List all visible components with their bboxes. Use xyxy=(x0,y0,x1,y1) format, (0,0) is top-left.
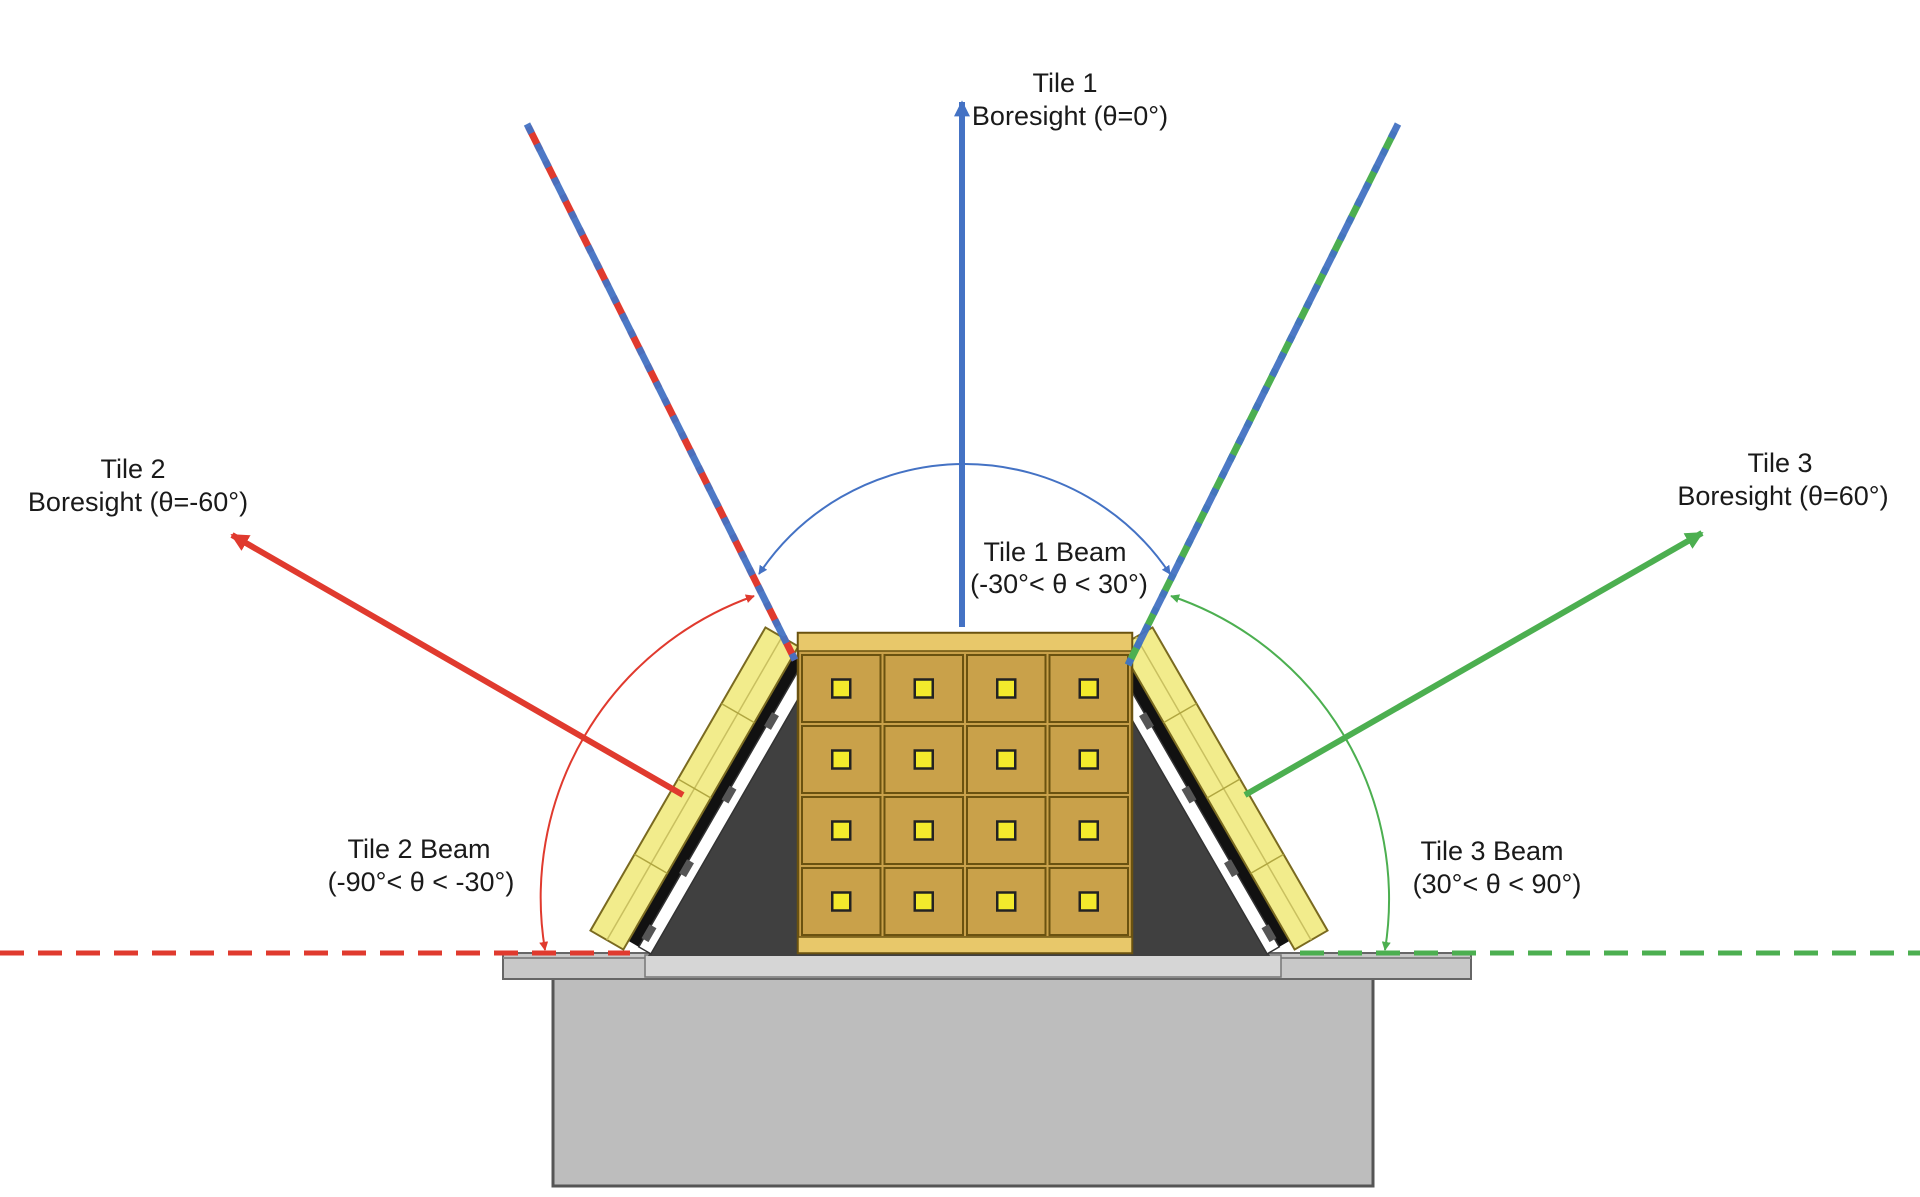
radiating-element xyxy=(996,891,1017,912)
tile3-beam-label: Tile 3 Beam xyxy=(1420,836,1563,866)
radiating-element xyxy=(996,749,1017,770)
radiating-element xyxy=(831,891,852,912)
base-box xyxy=(551,976,1375,1188)
radiating-element xyxy=(831,820,852,841)
tile1-boresight-label: Boresight (θ=0°) xyxy=(972,101,1168,131)
tile3-name-label: Tile 3 xyxy=(1747,448,1812,478)
radiating-element xyxy=(913,891,934,912)
tile3-beam-arc xyxy=(1170,594,1391,951)
tile2-name-label: Tile 2 xyxy=(100,454,165,484)
radiating-element xyxy=(996,820,1017,841)
tile2-beam-range: (-90°< θ < -30°) xyxy=(328,867,515,897)
radiating-element xyxy=(1078,678,1099,699)
radiating-element xyxy=(913,678,934,699)
tile-1-cell xyxy=(801,796,882,865)
tile1-name-label: Tile 1 xyxy=(1032,68,1097,98)
tile-1-cell xyxy=(966,867,1047,936)
radiating-element xyxy=(831,678,852,699)
radiating-element xyxy=(1078,891,1099,912)
radiating-element xyxy=(996,678,1017,699)
tile1-beam-range: (-30°< θ < 30°) xyxy=(970,569,1148,599)
tile1-beam-label: Tile 1 Beam xyxy=(983,537,1126,567)
tile2-boresight-arrow xyxy=(230,532,685,798)
tile2-boresight-label: Boresight (θ=-60°) xyxy=(28,487,248,517)
center-platform xyxy=(644,954,1282,978)
tile3-boresight-arrow xyxy=(1243,530,1704,798)
tile2-beam-label: Tile 2 Beam xyxy=(347,834,490,864)
tile3-boresight-label: Boresight (θ=60°) xyxy=(1677,481,1888,511)
tile3-beam-range: (30°< θ < 90°) xyxy=(1413,869,1582,899)
tile2-beam-arc xyxy=(539,594,755,951)
base-structure xyxy=(502,952,1472,1188)
radiating-element xyxy=(1078,749,1099,770)
tile-1-array xyxy=(796,631,1134,955)
radiating-element xyxy=(913,820,934,841)
radiating-element xyxy=(913,749,934,770)
radiating-element xyxy=(831,749,852,770)
radiating-element xyxy=(1078,820,1099,841)
